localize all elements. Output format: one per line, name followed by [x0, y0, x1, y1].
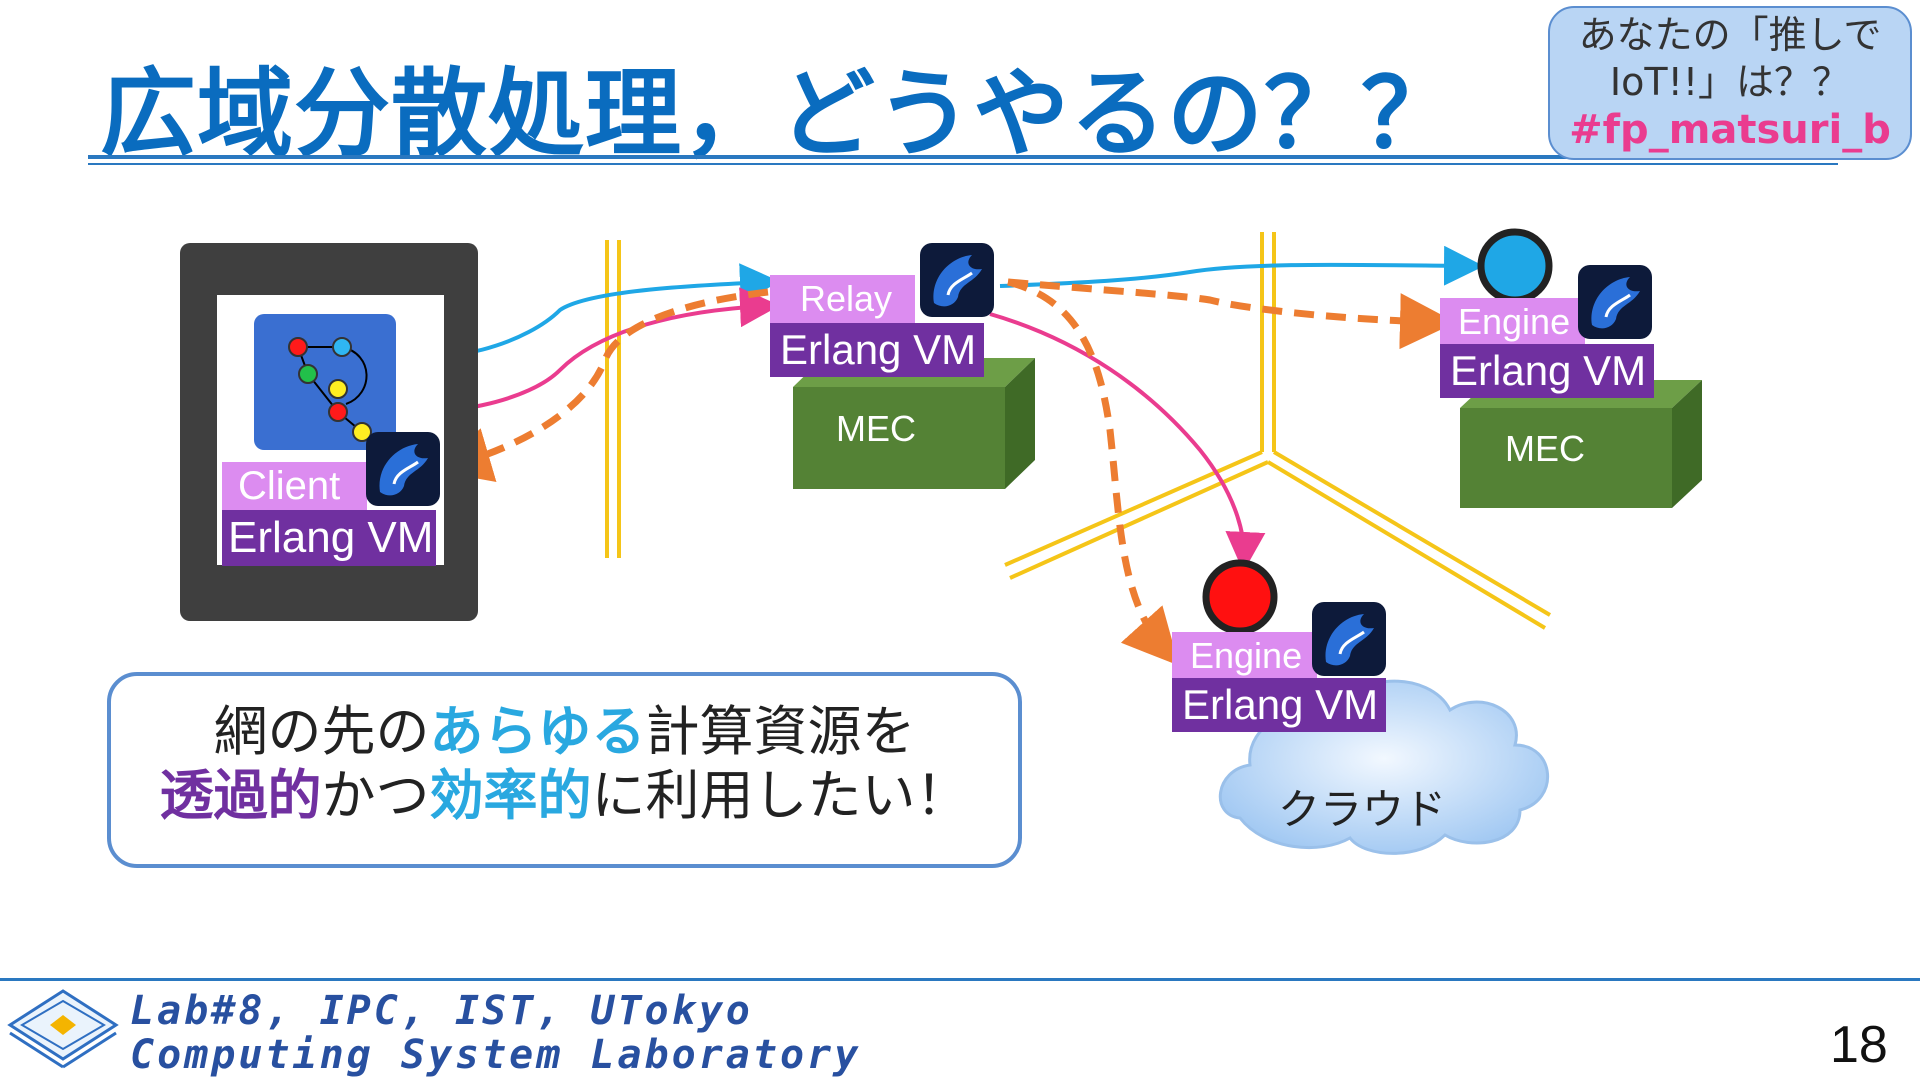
client-role-tag: Client — [222, 462, 367, 510]
network-line-left — [607, 240, 619, 558]
cloud-label: クラウド — [1278, 776, 1446, 837]
footer-lab-name: Lab#8, IPC, IST, UTokyo — [130, 988, 753, 1034]
callout-highlight: 効率的 — [430, 764, 592, 827]
engine-cloud-vm-tag: Erlang VM — [1172, 678, 1386, 732]
lab-logo — [4, 985, 122, 1079]
engine-cloud-status-icon — [1206, 563, 1274, 631]
engine-mec-role-tag: Engine — [1440, 298, 1585, 346]
engine-mec-host-label: MEC — [1505, 428, 1585, 470]
flow-orange-3 — [1008, 282, 1165, 650]
flow-orange-2 — [1008, 282, 1435, 322]
engine-mec-status-icon — [1481, 232, 1549, 300]
callout-text: かつ — [322, 764, 430, 827]
engine-cloud-role-tag: Engine — [1172, 632, 1317, 680]
footer-divider — [0, 978, 1920, 981]
callout-text: に利用したい！ — [592, 764, 970, 827]
erlang-dragon-icon — [920, 243, 994, 317]
callout-line2: 透過的かつ効率的に利用したい！ — [111, 764, 1018, 828]
erlang-dragon-icon — [366, 432, 440, 506]
callout-highlight: あらゆる — [430, 700, 646, 763]
footer-lab-fullname: Computing System Laboratory — [130, 1032, 861, 1078]
callout-line1: 網の先のあらゆる計算資源を — [111, 700, 1018, 764]
flow-app-icon — [254, 314, 396, 450]
relay-vm-tag: Erlang VM — [770, 323, 984, 377]
callout-text: 網の先の — [214, 700, 430, 763]
flow-orange-1 — [455, 292, 768, 465]
relay-host-label: MEC — [836, 408, 916, 450]
callout-text: 計算資源を — [646, 700, 916, 763]
relay-role-tag: Relay — [770, 275, 915, 323]
erlang-dragon-icon — [1578, 265, 1652, 339]
engine-mec-vm-tag: Erlang VM — [1440, 344, 1654, 398]
callout-highlight: 透過的 — [160, 764, 322, 827]
flow-blue-2 — [1000, 265, 1472, 286]
page-number: 18 — [1830, 1015, 1888, 1075]
goal-callout: 網の先のあらゆる計算資源を 透過的かつ効率的に利用したい！ — [107, 672, 1022, 868]
client-vm-tag: Erlang VM — [222, 510, 436, 566]
erlang-dragon-icon — [1312, 602, 1386, 676]
